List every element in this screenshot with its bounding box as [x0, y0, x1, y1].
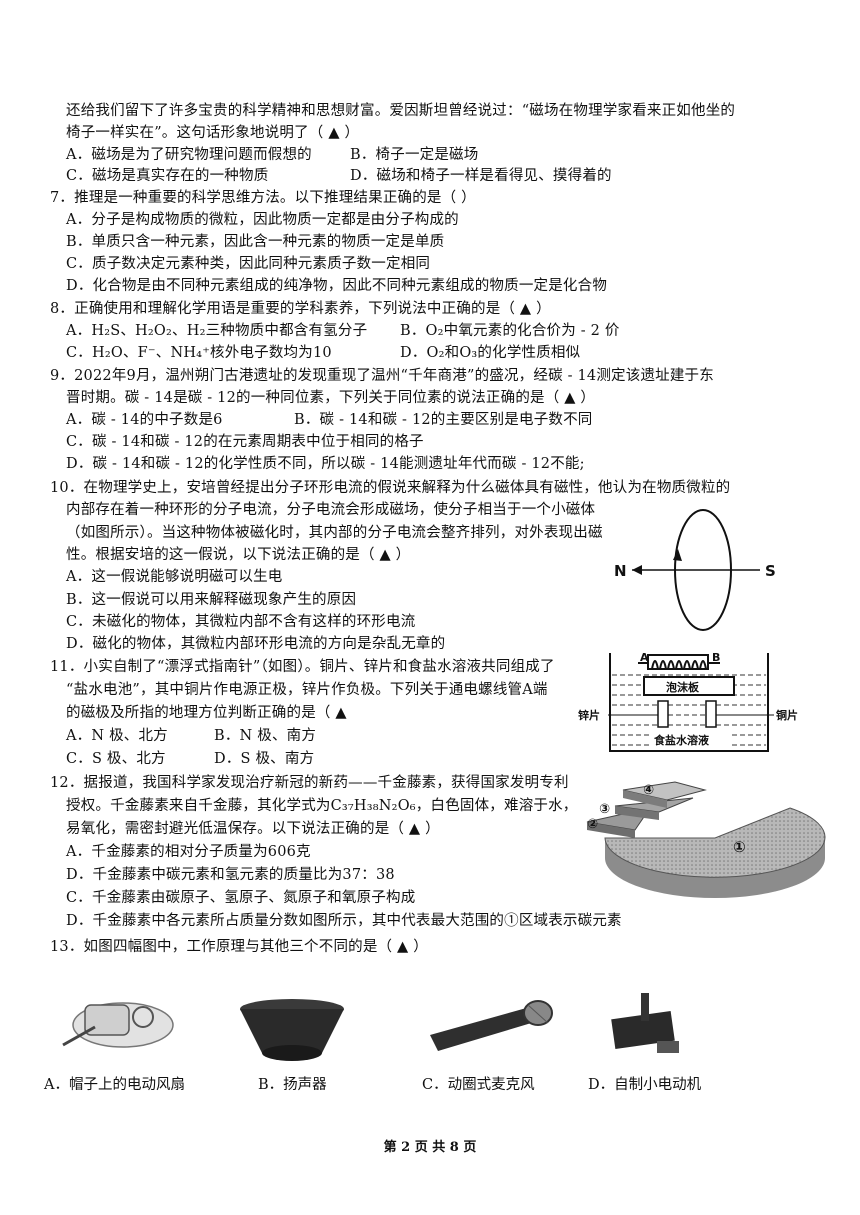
- pie-label-3: ③: [599, 802, 610, 817]
- q11-option-d: D．S 极、南方: [214, 751, 315, 767]
- pie-label-2: ②: [587, 817, 598, 832]
- q11-option-b: B．N 极、南方: [214, 728, 317, 744]
- salt-water-label: 食盐水溶液: [654, 733, 710, 747]
- q9-option-c: C．碳 - 14和碳 - 12的在元素周期表中位于相同的格子: [66, 434, 424, 450]
- q6-line2: 椅子一样实在”。这句话形象地说明了（ ▲ ）: [66, 125, 360, 141]
- q7-option-d: D．化合物是由不同种元素组成的纯净物，因此不同种元素组成的物质一定是化合物: [66, 278, 608, 294]
- n-pole-label: N: [614, 562, 627, 580]
- small-motor-picture: [611, 993, 679, 1053]
- q8-option-b: B．O₂中氧元素的化合价为 - 2 价: [400, 323, 620, 339]
- hat-fan-picture: [62, 1002, 174, 1048]
- q11-line3: 的磁极及所指的地理方位判断正确的是（ ▲: [66, 705, 347, 721]
- molecular-current-figure: N S: [614, 509, 776, 631]
- current-arrow-icon: [673, 549, 682, 561]
- microphone-picture: [430, 1000, 553, 1051]
- page-number: 第 2 页 共 8 页: [383, 1140, 477, 1155]
- q8-option-c: C．H₂O、F⁻、NH₄⁺核外电子数均为10: [66, 345, 332, 361]
- q10-option-a: A．这一假说能够说明磁可以生电: [66, 569, 283, 585]
- q13-caption-b: B．扬声器: [258, 1077, 327, 1093]
- foam-board-label: 泡沫板: [666, 680, 700, 694]
- pie-slice-1: [604, 807, 826, 878]
- q6-option-b: B．椅子一定是磁场: [350, 147, 479, 163]
- copper-label: 铜片: [775, 708, 798, 722]
- q12-option-c: C．千金藤素由碳原子、氢原子、氮原子和氧原子构成: [66, 890, 416, 906]
- copper-plate: [705, 700, 717, 728]
- mass-fraction-pie-figure: ① ② ③ ④: [586, 781, 826, 898]
- solenoid-coil: [638, 654, 720, 670]
- q8-stem: 8．正确使用和理解化学用语是重要的学科素养，下列说法中正确的是（ ▲ ）: [50, 301, 551, 317]
- pie-label-1: ①: [733, 838, 746, 856]
- pie-slice-2-side: [587, 822, 635, 838]
- salt-label-bg: [650, 733, 730, 747]
- q6-option-c: C．磁场是真实存在的一种物质: [66, 168, 269, 184]
- coil-end-a-label: A: [640, 651, 649, 664]
- q12-option-b: D．千金藤素中碳元素和氢元素的质量比为37：38: [66, 867, 395, 883]
- q10-option-b: B．这一假说可以用来解释磁现象产生的原因: [66, 592, 357, 608]
- pie-slice-4-side: [623, 790, 667, 808]
- q6-option-d: D．磁场和椅子一样是看得见、摸得着的: [350, 168, 612, 184]
- floating-compass-figure: A B 泡沫板 锌片 铜片 食盐水溶液: [578, 651, 798, 752]
- coil-end-b-label: B: [712, 651, 720, 664]
- q10-line4: 性。根据安培的这一假说，以下说法正确的是（ ▲ ）: [66, 547, 411, 563]
- q8-option-a: A．H₂S、H₂O₂、H₂三种物质中都含有氢分子: [66, 323, 368, 339]
- q6-line1: 还给我们留下了许多宝贵的科学精神和思想财富。爱因斯坦曾经说过：“磁场在物理学家看…: [66, 103, 736, 119]
- q12-option-d: D．千金藤素中各元素所占质量分数如图所示，其中代表最大范围的①区域表示碳元素: [66, 913, 622, 929]
- container-outline: [609, 653, 769, 752]
- q11-option-c: C．S 极、北方: [66, 751, 166, 767]
- s-pole-label: S: [765, 562, 776, 580]
- q13-caption-a: A．帽子上的电动风扇: [44, 1077, 185, 1093]
- q7-option-a: A．分子是构成物质的微粒，因此物质一定都是由分子构成的: [66, 212, 459, 228]
- q12-line3: 易氧化，需密封避光低温保存。以下说法正确的是（ ▲ ）: [66, 821, 440, 837]
- q7-stem: 7．推理是一种重要的科学思维方法。以下推理结果正确的是（ ）: [50, 190, 476, 206]
- q7-option-b: B．单质只含一种元素，因此含一种元素的物质一定是单质: [66, 234, 445, 250]
- q9-option-b: B．碳 - 14和碳 - 12的主要区别是电子数不同: [294, 412, 593, 428]
- q13-stem: 13．如图四幅图中，工作原理与其他三个不同的是（ ▲ ）: [50, 939, 428, 955]
- q12-option-a: A．千金藤素的相对分子质量为606克: [66, 844, 311, 860]
- foam-board: [643, 676, 735, 696]
- q13-caption-c: C．动圈式麦克风: [422, 1077, 535, 1093]
- q7-option-c: C．质子数决定元素种类，因此同种元素质子数一定相同: [66, 256, 431, 272]
- q9-option-a: A．碳 - 14的中子数是6: [66, 412, 223, 428]
- q9-line1: 9．2022年9月，温州朔门古港遗址的发现重现了温州“千年商港”的盛况，经碳 -…: [50, 368, 714, 384]
- q12-line2: 授权。千金藤素来自千金藤，其化学式为C₃₇H₃₈N₂O₆，白色固体，难溶于水，: [66, 798, 578, 814]
- pie-slice-3-side: [615, 806, 659, 820]
- q9-line2: 晋时期。碳 - 14是碳 - 12的一种同位素，下列关于同位素的说法正确的是（ …: [66, 390, 596, 406]
- q9-option-d: D．碳 - 14和碳 - 12的化学性质不同，所以碳 - 14能测遗址年代而碳 …: [66, 456, 585, 472]
- q10-line3: （如图所示）。当这种物体被磁化时，其内部的分子电流会整齐排列，对外表现出磁: [66, 525, 603, 541]
- pie-label-4: ④: [643, 783, 654, 798]
- q11-line1: 11．小实自制了“漂浮式指南针”（如图）。铜片、锌片和食盐水溶液共同组成了: [50, 659, 555, 675]
- q11-option-a: A．N 极、北方: [66, 728, 168, 744]
- q11-line2: “盐水电池”，其中铜片作电源正极，锌片作负极。下列关于通电螺线管A端: [66, 682, 548, 698]
- zinc-label: 锌片: [578, 708, 600, 722]
- q8-option-d: D．O₂和O₃的化学性质相似: [400, 345, 581, 361]
- q10-line1: 10．在物理学史上，安培曾经提出分子环形电流的假说来解释为什么磁体具有磁性，他认…: [50, 480, 731, 496]
- zinc-plate: [657, 700, 669, 728]
- q10-line2: 内部存在着一种环形的分子电流，分子电流会形成磁场，使分子相当于一个小磁体: [66, 502, 596, 518]
- q10-option-d: D．磁化的物体，其微粒内部环形电流的方向是杂乱无章的: [66, 636, 446, 652]
- q6-option-a: A．磁场是为了研究物理问题而假想的: [66, 147, 312, 163]
- q13-caption-d: D．自制小电动机: [588, 1077, 702, 1093]
- q10-option-c: C．未磁化的物体，其微粒内部不含有这样的环形电流: [66, 614, 416, 630]
- north-arrow-icon: [632, 565, 642, 575]
- speaker-picture: [240, 999, 344, 1061]
- q12-line1: 12．据报道，我国科学家发现治疗新冠的新药——千金藤素，获得国家发明专利: [50, 775, 569, 791]
